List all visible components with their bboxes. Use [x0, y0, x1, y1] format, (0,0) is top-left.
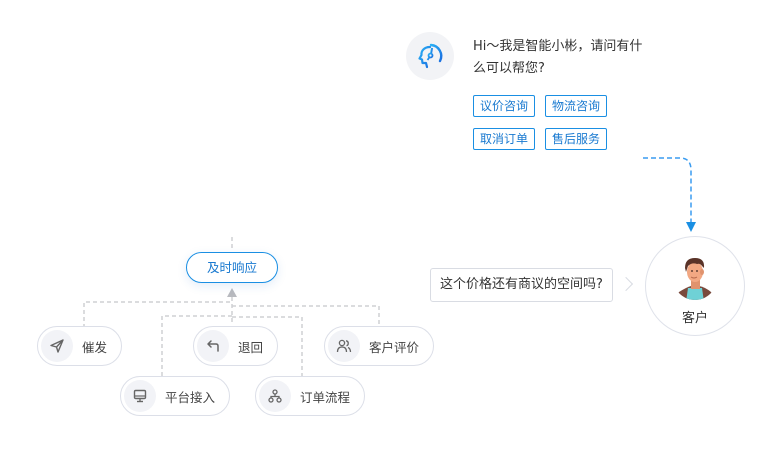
feature-label: 催发: [82, 339, 108, 355]
connector-to-cuifa: [83, 301, 232, 328]
connector-to-order: [232, 316, 303, 376]
timely-response-node[interactable]: 及时响应: [186, 252, 278, 283]
feature-label: 客户评价: [369, 339, 420, 355]
feature-node-platform[interactable]: 平台接入: [120, 376, 231, 416]
send-icon: [41, 330, 73, 362]
bot-to-customer-arrowhead: [686, 222, 696, 232]
customer-label: 客户: [681, 311, 708, 326]
connector-to-evaluation: [232, 305, 380, 328]
monitor-icon: [124, 380, 156, 412]
feature-node-order-flow[interactable]: 订单流程: [255, 376, 366, 416]
quick-reply-cancel-order[interactable]: 取消订单: [473, 128, 536, 150]
feature-node-cuifa[interactable]: 催发: [37, 326, 123, 366]
feature-label: 退回: [238, 339, 264, 355]
feature-label: 平台接入: [165, 389, 216, 405]
male-customer-avatar: [673, 258, 717, 300]
return-arrow-icon: [197, 330, 229, 362]
bot-to-customer-arrow-line: [643, 157, 692, 222]
feature-node-evaluation[interactable]: 客户评价: [324, 326, 435, 366]
bot-avatar: [406, 32, 454, 80]
quick-reply-after-sales[interactable]: 售后服务: [545, 128, 608, 150]
feature-node-return[interactable]: 退回: [193, 326, 279, 366]
quick-reply-price-inquiry[interactable]: 议价咨询: [473, 95, 536, 117]
connector-to-platform: [161, 315, 232, 376]
connector-arrow-up: [227, 288, 237, 297]
bot-greeting: Hi～我是智能小彬，请问有什么可以帮您?: [473, 39, 643, 76]
hierarchy-icon: [259, 380, 291, 412]
feature-label: 订单流程: [300, 389, 351, 405]
headset-brain-icon: [418, 43, 443, 69]
quick-reply-logistics-inquiry[interactable]: 物流咨询: [545, 95, 608, 117]
users-icon: [328, 330, 360, 362]
customer-question-bubble: 这个价格还有商议的空间吗?: [430, 268, 613, 302]
